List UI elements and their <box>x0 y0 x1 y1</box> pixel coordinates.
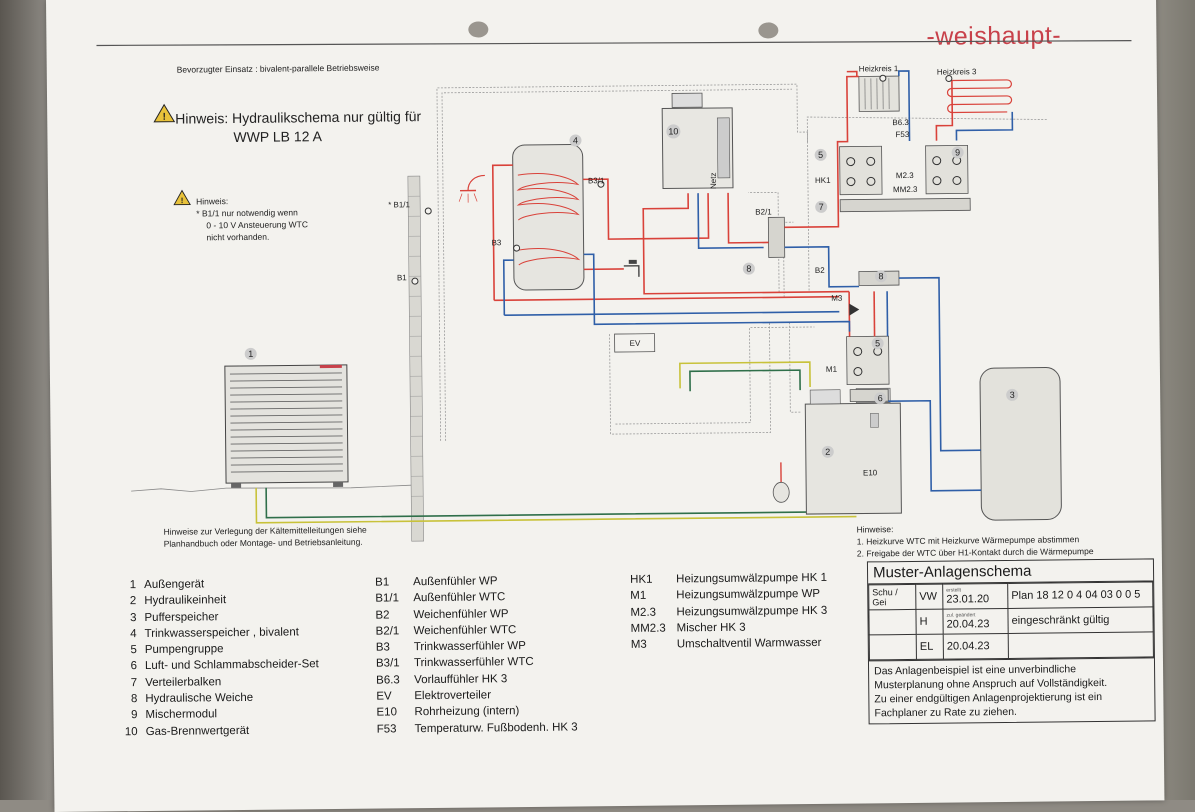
sensor-b1 <box>412 278 418 284</box>
warning-note-line: 0 - 10 V Ansteuerung WTC <box>206 219 308 230</box>
label-heizkreis-3: Heizkreis 3 <box>937 67 977 76</box>
label-b6-3: B6.3 <box>892 118 909 127</box>
callout-8b: 8 <box>878 271 883 281</box>
callout-6: 6 <box>878 393 883 403</box>
label-b1: B1 <box>397 273 407 282</box>
laying-note-line: Hinweise zur Verlegung der Kältemittelle… <box>164 525 367 537</box>
title-block-title: Muster-Anlagenschema <box>868 559 1153 584</box>
hints-line: 2. Freigabe der WTC über H1-Kontakt durc… <box>857 546 1094 558</box>
label-m3: M3 <box>831 294 843 303</box>
callout-7: 7 <box>819 202 824 212</box>
callout-3: 3 <box>1010 390 1015 400</box>
callout-10: 10 <box>668 126 678 136</box>
distribution-manifold <box>840 198 970 211</box>
paper-sheet: -weishaupt- <box>46 0 1164 812</box>
el-cell: EL <box>916 634 943 659</box>
label-m2-3: M2.3 <box>896 171 914 180</box>
gas-boiler <box>662 93 733 189</box>
callout-4: 4 <box>573 135 578 145</box>
h-cell: H <box>916 609 943 634</box>
usage-header: Bevorzugter Einsatz : bivalent-parallele… <box>177 63 380 75</box>
svg-text:!: ! <box>163 112 166 123</box>
warning-icon: ! <box>154 105 174 123</box>
label-f53: F53 <box>895 130 909 139</box>
date-created: 23.01.20 <box>946 593 989 605</box>
label-b2: B2 <box>815 266 825 275</box>
pump-group-hk1 <box>840 146 883 194</box>
disclaimer: Das Anlagenbeispiel ist eine unverbindli… <box>869 657 1155 723</box>
title-block: Muster-Anlagenschema Schu / Gei VW erste… <box>867 558 1156 724</box>
floor-heating-heizkreis-3 <box>947 80 1011 113</box>
hydraulic-diagram: ! ! Heizkreis 1 Heizkreis 3 B6.3 F53 HK1… <box>46 0 1162 560</box>
label-b3: B3 <box>492 238 502 247</box>
disclaimer-line: Fachplaner zu Rate zu ziehen. <box>874 703 1149 720</box>
vw-cell: VW <box>916 584 943 609</box>
author-cell: Schu / Gei <box>869 584 916 609</box>
label-m1: M1 <box>826 365 838 374</box>
buffer-tank <box>980 367 1062 520</box>
sensor-heizkreis-1 <box>880 75 886 81</box>
label-b1-1: * B1/1 <box>388 200 410 209</box>
radiator-heizkreis-1 <box>859 76 899 111</box>
sensor-b3 <box>514 245 520 251</box>
date-el: 20.04.23 <box>943 633 1008 659</box>
validity-status: eingeschränkt gültig <box>1008 607 1153 634</box>
warning-note-title: Hinweis: <box>196 196 228 206</box>
dhw-storage-tank <box>513 144 585 290</box>
plan-number: Plan 18 12 0 4 04 03 0 0 5 <box>1008 582 1153 609</box>
label-hk1: HK1 <box>815 176 831 185</box>
callout-2: 2 <box>825 447 830 457</box>
valve-m3 <box>849 304 859 316</box>
callout-9: 9 <box>955 147 960 157</box>
warning-note-line: nicht vorhanden. <box>206 232 269 243</box>
hints-title: Hinweise: <box>857 524 894 534</box>
outdoor-unit <box>130 364 411 492</box>
callout-5a: 5 <box>818 150 823 160</box>
warning-title: Hinweis: Hydraulikschema nur gültig für <box>175 108 421 127</box>
label-e10: E10 <box>863 468 878 477</box>
tap-icon <box>624 260 639 277</box>
warning-icon-small: ! <box>174 191 190 206</box>
expansion-vessel <box>773 462 789 502</box>
shower-icon <box>459 175 485 202</box>
hydraulic-unit <box>805 388 901 514</box>
callout-1: 1 <box>248 349 253 359</box>
date-changed: 20.04.23 <box>947 618 990 630</box>
laying-note-line: Planhandbuch oder Montage- und Betriebsa… <box>164 537 363 549</box>
label-ev: EV <box>630 339 641 348</box>
label-b2-1: B2/1 <box>755 207 772 216</box>
label-netz: Netz <box>709 173 718 190</box>
warning-note-line: * B1/1 nur notwendig wenn <box>196 207 298 218</box>
callout-8a: 8 <box>746 264 751 274</box>
hydraulic-separator-boiler <box>768 217 784 257</box>
label-mm2-3: MM2.3 <box>893 185 918 194</box>
label-b3-1: B3/1 <box>588 176 605 185</box>
svg-text:!: ! <box>181 196 184 205</box>
sensor-b1-1 <box>425 208 431 214</box>
building-wall <box>408 176 424 541</box>
callout-5b: 5 <box>875 338 880 348</box>
label-heizkreis-1: Heizkreis 1 <box>859 64 899 73</box>
warning-model: WWP LB 12 A <box>233 128 322 145</box>
